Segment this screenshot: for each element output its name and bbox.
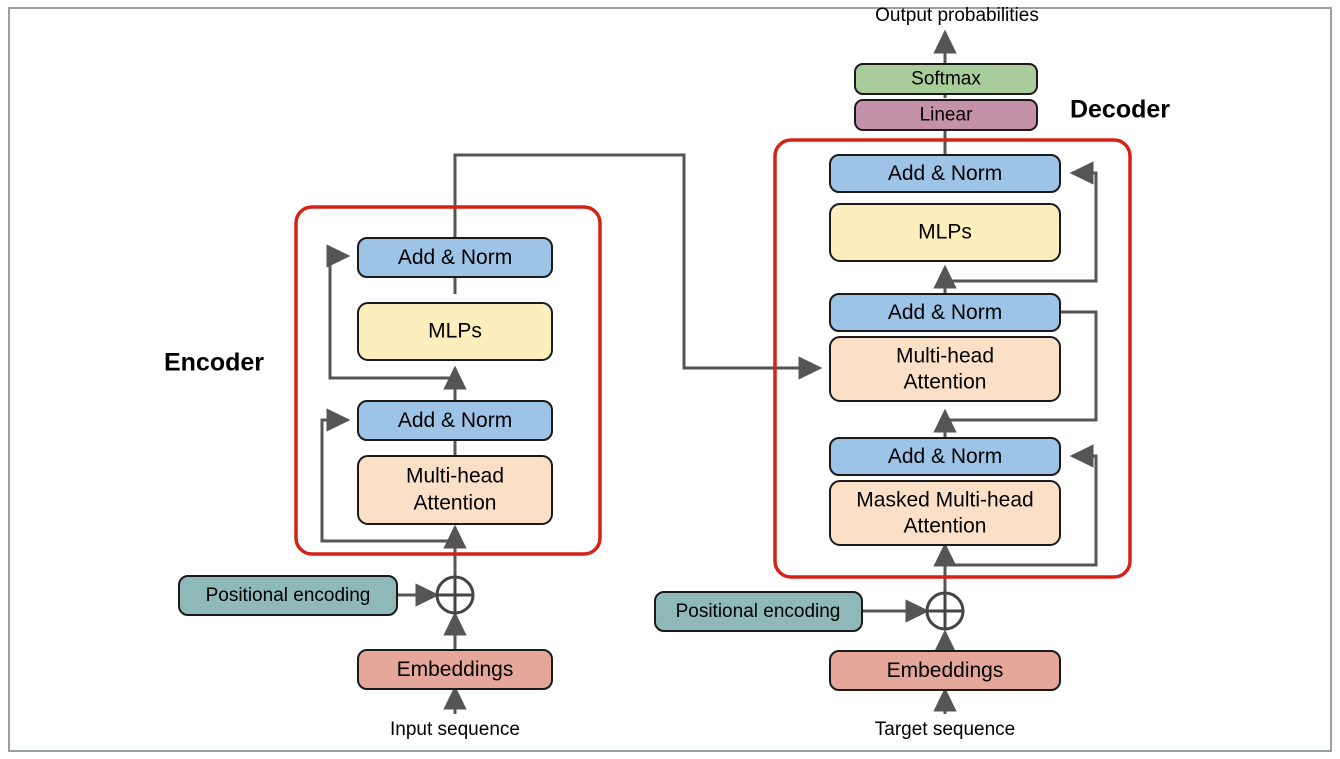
- input-sequence-label: Input sequence: [390, 719, 520, 740]
- decoder-softmax[interactable]: Softmax: [854, 63, 1038, 95]
- decoder-cross-attention[interactable]: Multi-head Attention: [829, 336, 1061, 402]
- encoder-sum-node: [435, 575, 475, 615]
- decoder-section-label: Decoder: [1070, 96, 1170, 124]
- decoder-embeddings-label: Embeddings: [887, 659, 1004, 682]
- decoder-linear-label: Linear: [920, 105, 973, 126]
- decoder-softmax-label: Softmax: [911, 69, 981, 90]
- decoder-residual-bottom: [945, 444, 1098, 567]
- decoder-group-box: [773, 138, 1132, 579]
- decoder-add-norm-mid[interactable]: Add & Norm: [829, 293, 1061, 332]
- encoder-attention-label-line1: Multi-head: [406, 465, 504, 488]
- decoder-linear[interactable]: Linear: [854, 99, 1038, 131]
- decoder-residual-middle: [945, 310, 1098, 422]
- encoder-embeddings-label: Embeddings: [397, 658, 514, 681]
- encoder-residual-lower: [320, 408, 455, 543]
- encoder-positional-encoding[interactable]: Positional encoding: [178, 575, 398, 616]
- encoder-add-norm-bottom[interactable]: Add & Norm: [357, 400, 553, 441]
- decoder-sum-node: [925, 591, 965, 631]
- decoder-add-norm-bottom[interactable]: Add & Norm: [829, 437, 1061, 476]
- target-sequence-label: Target sequence: [875, 719, 1016, 740]
- encoder-group-box: [294, 205, 602, 556]
- encoder-mlps-label: MLPs: [428, 320, 482, 343]
- decoder-positional-encoding[interactable]: Positional encoding: [654, 591, 863, 632]
- encoder-add-norm-bottom-label: Add & Norm: [398, 409, 512, 432]
- decoder-add-norm-bottom-label: Add & Norm: [888, 445, 1002, 468]
- decoder-cross-attention-label-line2: Attention: [904, 371, 987, 394]
- encoder-embeddings[interactable]: Embeddings: [357, 649, 553, 690]
- encoder-attention-label-line2: Attention: [414, 492, 497, 515]
- encoder-mlps[interactable]: MLPs: [357, 302, 553, 361]
- decoder-residual-top: [945, 161, 1098, 283]
- decoder-embeddings[interactable]: Embeddings: [829, 650, 1061, 691]
- encoder-add-norm-top-label: Add & Norm: [398, 246, 512, 269]
- decoder-mlps[interactable]: MLPs: [829, 203, 1061, 262]
- decoder-positional-encoding-label: Positional encoding: [676, 601, 841, 622]
- decoder-masked-attention-label-line1: Masked Multi-head: [856, 489, 1033, 512]
- decoder-add-norm-top[interactable]: Add & Norm: [829, 154, 1061, 193]
- decoder-masked-multi-head-attention[interactable]: Masked Multi-head Attention: [829, 480, 1061, 546]
- output-probabilities-label: Output probabilities: [875, 5, 1039, 26]
- encoder-multi-head-attention[interactable]: Multi-head Attention: [357, 455, 553, 525]
- decoder-add-norm-top-label: Add & Norm: [888, 162, 1002, 185]
- encoder-to-decoder-connection: [453, 153, 823, 380]
- decoder-masked-attention-label-line2: Attention: [904, 515, 987, 538]
- encoder-positional-encoding-label: Positional encoding: [206, 585, 371, 606]
- decoder-mlps-label: MLPs: [918, 221, 972, 244]
- encoder-residual-upper: [326, 244, 455, 380]
- figure-frame: [8, 7, 1332, 752]
- encoder-section-label: Encoder: [164, 349, 264, 377]
- encoder-add-norm-top[interactable]: Add & Norm: [357, 237, 553, 278]
- decoder-add-norm-mid-label: Add & Norm: [888, 301, 1002, 324]
- decoder-cross-attention-label-line1: Multi-head: [896, 345, 994, 368]
